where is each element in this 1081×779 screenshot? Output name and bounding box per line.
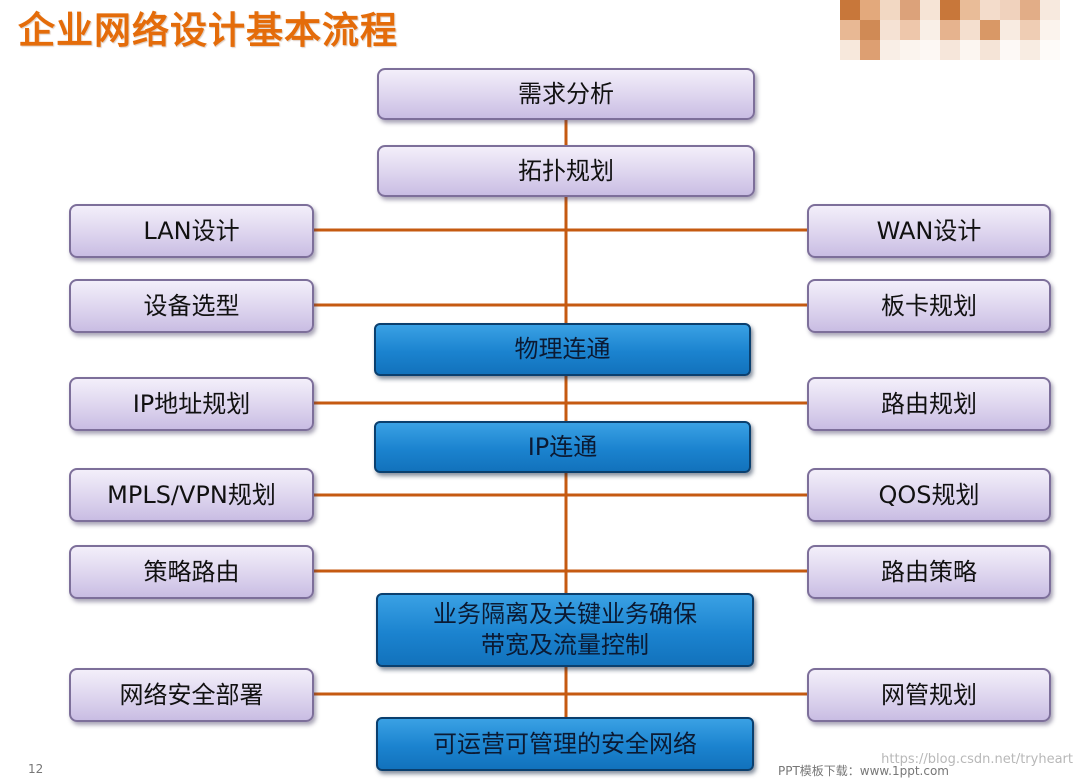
step-label: 物理连通 (514, 335, 611, 363)
step-physical-connectivity: 物理连通 (374, 323, 751, 376)
item-lan-design: LAN设计 (69, 204, 314, 258)
step-requirements-analysis: 需求分析 (377, 68, 755, 120)
step-label-line-1: 业务隔离及关键业务确保 (433, 600, 697, 628)
item-wan-design: WAN设计 (807, 204, 1051, 258)
item-label: WAN设计 (876, 216, 982, 245)
pixelated-logo (840, 0, 1060, 60)
step-label: 需求分析 (518, 79, 614, 108)
item-label: IP地址规划 (132, 389, 251, 418)
step-label: 可运营可管理的安全网络 (433, 729, 697, 758)
item-label: 网络安全部署 (119, 680, 264, 709)
item-nms-planning: 网管规划 (807, 668, 1051, 722)
step-label: IP连通 (527, 432, 598, 461)
item-policy-routing: 策略路由 (69, 545, 314, 599)
step-label-line-2: 带宽及流量控制 (481, 631, 649, 659)
item-label: MPLS/VPN规划 (107, 480, 276, 509)
item-label: 板卡规划 (881, 291, 977, 320)
step-ip-connectivity: IP连通 (374, 421, 751, 473)
item-card-planning: 板卡规划 (807, 279, 1051, 333)
item-label: LAN设计 (143, 216, 240, 245)
step-topology-planning: 拓扑规划 (377, 145, 755, 197)
item-ip-address-planning: IP地址规划 (69, 377, 314, 431)
item-label: 路由策略 (881, 557, 977, 586)
step-secure-network: 可运营可管理的安全网络 (376, 717, 754, 771)
item-security-deployment: 网络安全部署 (69, 668, 314, 722)
item-label: QOS规划 (878, 480, 980, 509)
item-qos-planning: QOS规划 (807, 468, 1051, 522)
step-service-isolation: 业务隔离及关键业务确保 带宽及流量控制 (376, 593, 754, 667)
item-label: 网管规划 (881, 680, 977, 709)
item-label: 策略路由 (143, 557, 240, 586)
item-mpls-vpn-planning: MPLS/VPN规划 (69, 468, 314, 522)
watermark: https://blog.csdn.net/tryheart (881, 752, 1073, 767)
page-title: 企业网络设计基本流程 (18, 9, 398, 52)
page-number: 12 (28, 762, 44, 776)
item-device-selection: 设备选型 (69, 279, 314, 333)
item-label: 设备选型 (143, 291, 240, 320)
item-routing-policy: 路由策略 (807, 545, 1051, 599)
step-label: 拓扑规划 (518, 156, 614, 185)
item-routing-planning: 路由规划 (807, 377, 1051, 431)
item-label: 路由规划 (881, 389, 977, 418)
